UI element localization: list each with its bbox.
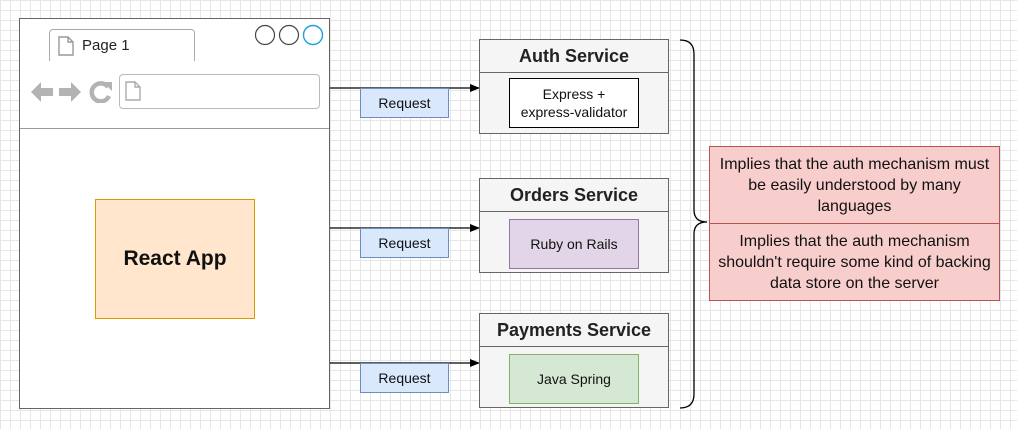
back-arrow-icon[interactable] [30, 81, 54, 103]
window-minimize-icon [278, 24, 300, 46]
window-maximize-icon [302, 24, 324, 46]
request-label: Request [360, 363, 449, 393]
forward-arrow-icon[interactable] [58, 81, 82, 103]
auth-service-box: Auth Service Express + express-validator [479, 39, 669, 134]
tab-title: Page 1 [82, 37, 130, 54]
browser-window: Page 1 React App [19, 18, 330, 409]
page-icon [125, 81, 141, 101]
reload-icon[interactable] [89, 81, 113, 103]
payments-service-title: Payments Service [480, 314, 668, 347]
react-app-box: React App [95, 199, 255, 319]
auth-tech-box: Express + express-validator [509, 78, 639, 128]
browser-toolbar: Page 1 [20, 19, 329, 129]
window-close-icon [254, 24, 276, 46]
window-controls [254, 24, 324, 46]
orders-service-box: Orders Service Ruby on Rails [479, 178, 669, 273]
orders-service-title: Orders Service [480, 179, 668, 212]
auth-service-title: Auth Service [480, 40, 668, 73]
note-languages: Implies that the auth mechanism must be … [709, 146, 1000, 224]
note-data-store: Implies that the auth mechanism shouldn'… [709, 223, 1000, 301]
address-bar[interactable] [119, 74, 320, 109]
payments-tech-box: Java Spring [509, 354, 639, 404]
services-brace [679, 39, 708, 409]
request-label: Request [360, 88, 449, 118]
orders-tech-box: Ruby on Rails [509, 219, 639, 269]
page-icon [58, 36, 74, 56]
request-label: Request [360, 228, 449, 258]
payments-service-box: Payments Service Java Spring [479, 313, 669, 408]
browser-tab[interactable]: Page 1 [49, 29, 195, 61]
